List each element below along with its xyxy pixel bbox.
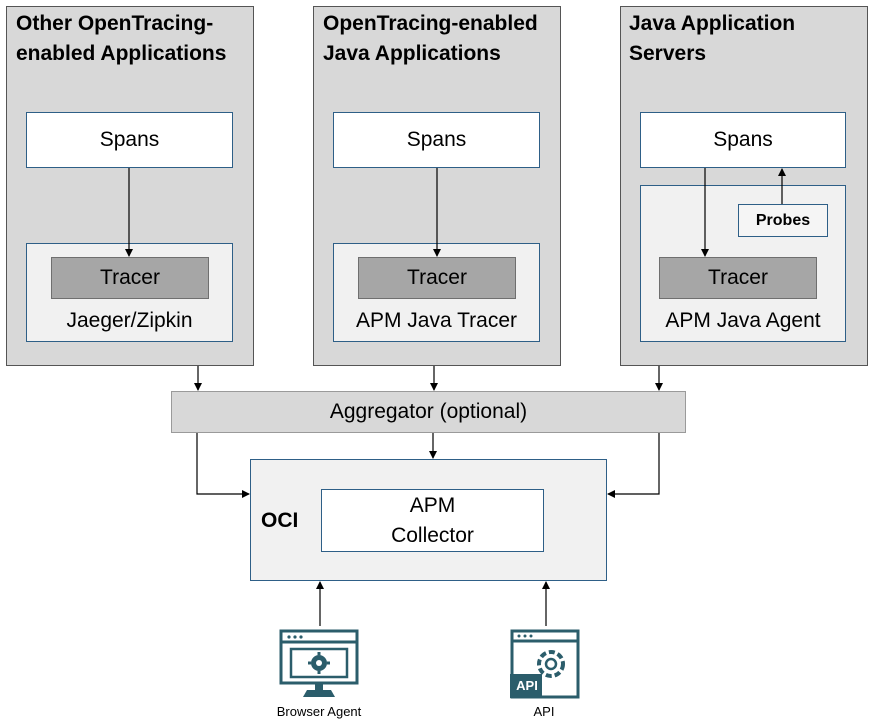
- apm-collector-box: APM Collector: [321, 489, 544, 552]
- collector-line-1: APM: [409, 493, 456, 517]
- panel-title-other-opentracing: Other OpenTracing-enabled Applications: [16, 12, 227, 65]
- spans-box: Spans: [333, 112, 540, 168]
- spans-box: Spans: [26, 112, 233, 168]
- oci-label: OCI: [261, 509, 299, 532]
- spans-box: Spans: [640, 112, 846, 168]
- collector-line-2: Collector: [391, 523, 474, 547]
- tracer-box: Tracer: [51, 257, 209, 299]
- tracer-box: Tracer: [358, 257, 516, 299]
- api-label: API: [533, 704, 555, 719]
- tracer-implementation-label: Jaeger/Zipkin: [66, 309, 193, 332]
- panel-title-java-opentracing: OpenTracing-enabled Java Applications: [323, 12, 538, 65]
- tracer-implementation-label: APM Java Tracer: [355, 309, 518, 332]
- panel-title-java-app-servers: Java Application Servers: [629, 12, 796, 65]
- api-badge-text: API: [516, 678, 538, 693]
- browser-agent-label: Browser Agent: [276, 704, 362, 719]
- tracer-box: Tracer: [659, 257, 817, 299]
- agent-implementation-label: APM Java Agent: [665, 309, 821, 332]
- browser-agent-icon: [277, 628, 361, 700]
- probes-box: Probes: [738, 204, 828, 237]
- aggregator-box: Aggregator (optional): [171, 391, 686, 433]
- api-icon: API: [509, 628, 581, 700]
